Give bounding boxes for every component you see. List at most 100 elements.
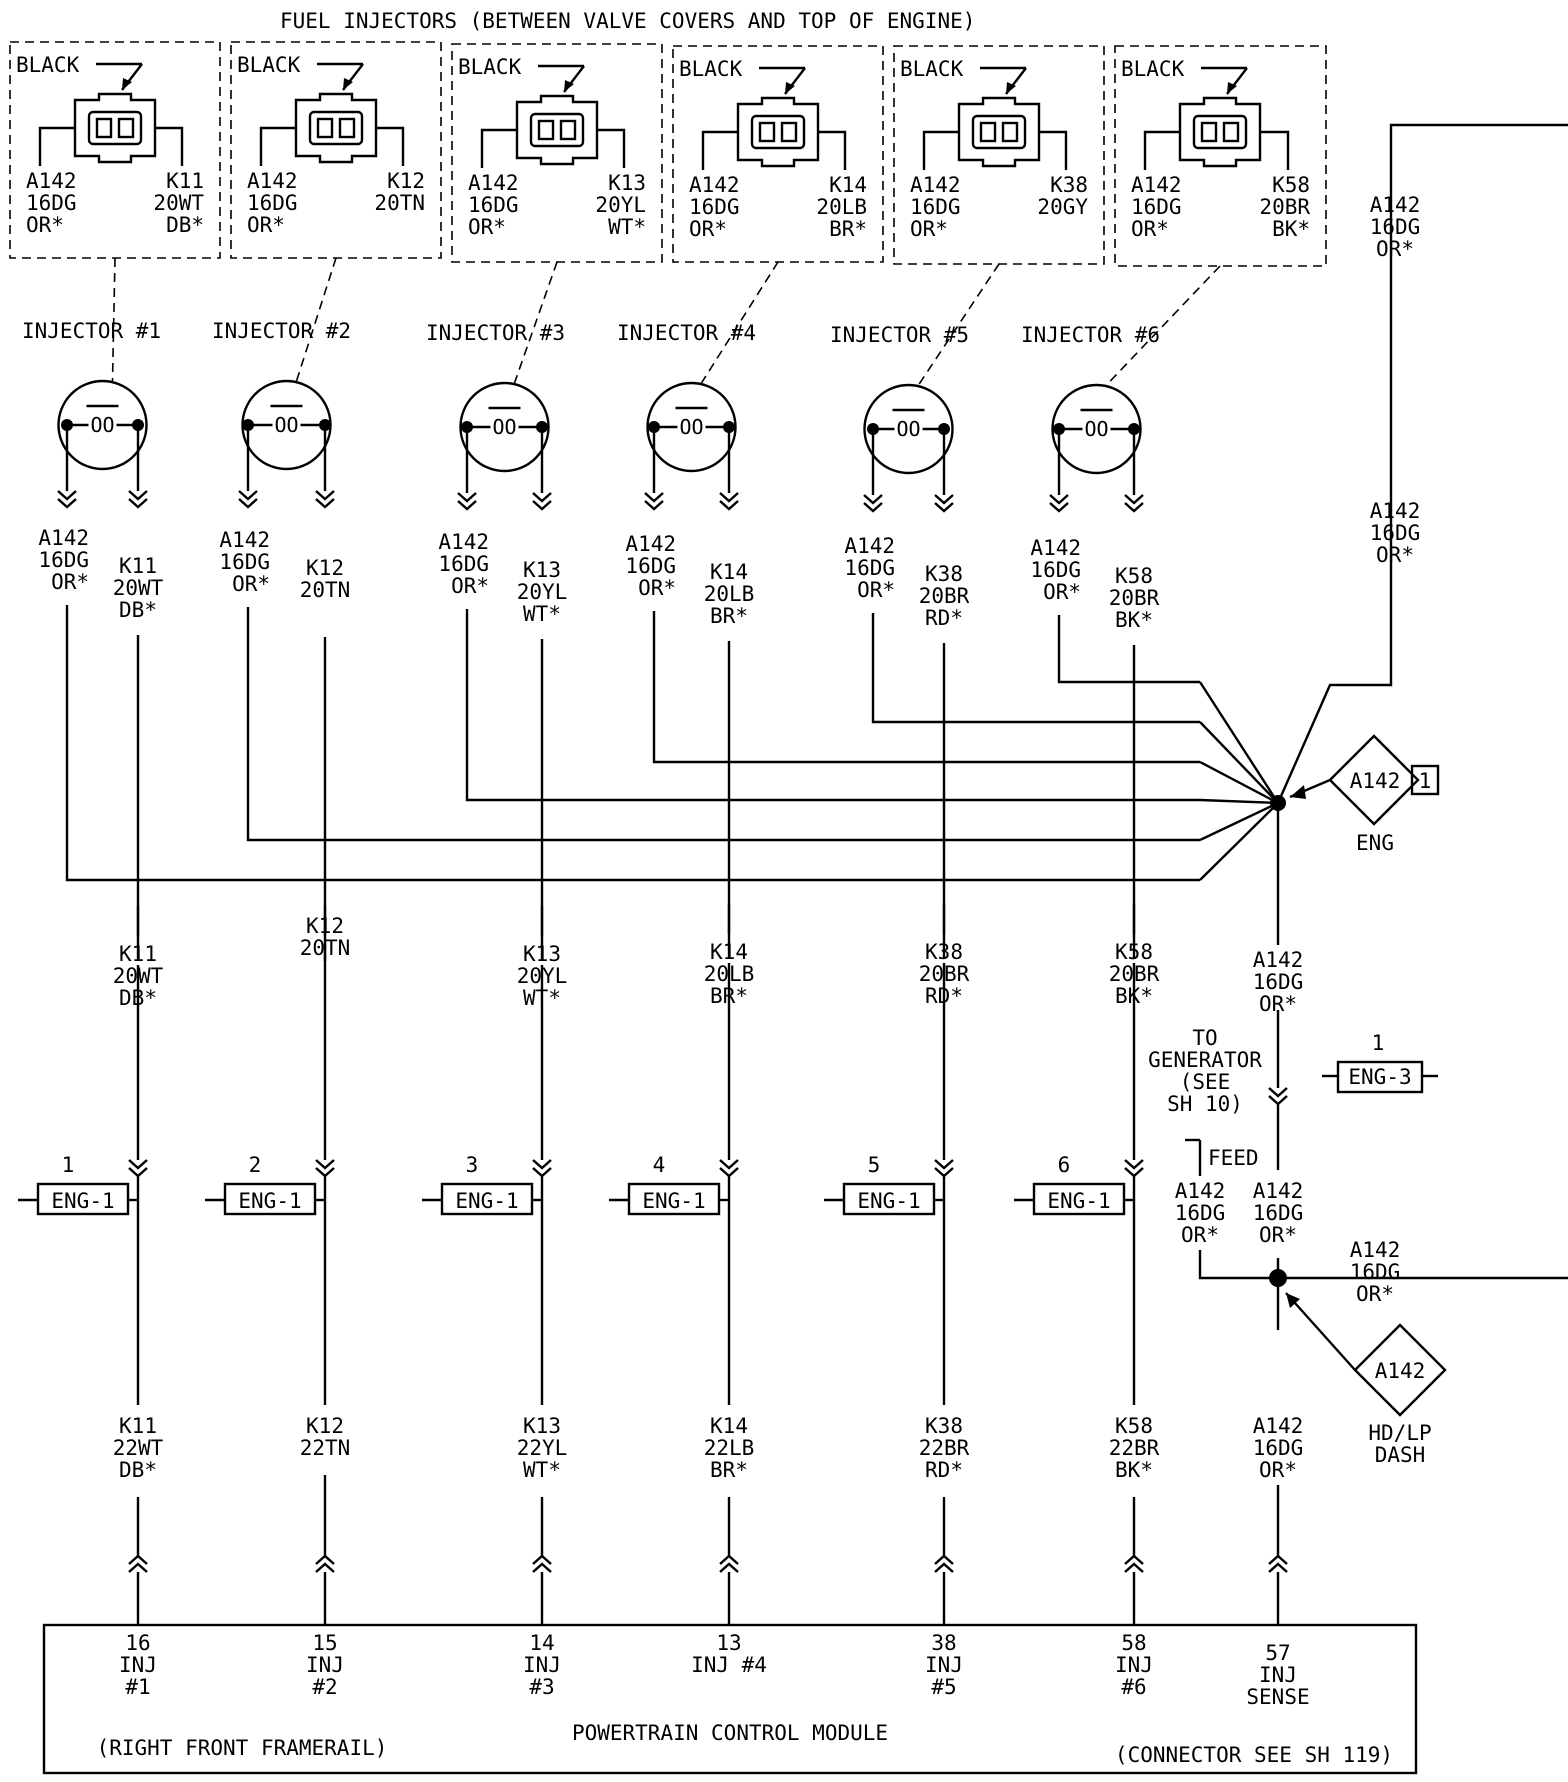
wire-label-signal: 20WT: [113, 576, 164, 600]
wire-a142-bus: [1198, 681, 1280, 804]
wire-label-a142: 16DG: [1030, 558, 1081, 582]
injector-leader: [917, 263, 1000, 386]
connector-wire-label-right: K11: [166, 169, 204, 193]
wire-a142-bus: [465, 609, 1200, 802]
pcm-pin-label: INJ: [119, 1653, 157, 1677]
connector-symbol: [128, 1562, 148, 1573]
connector-symbol: [1124, 502, 1144, 513]
pcm-pin-label: INJ: [523, 1653, 561, 1677]
connector-symbol: [128, 1554, 148, 1565]
connector-pin-icon: [758, 121, 776, 143]
connector-symbol: [238, 490, 258, 501]
pcm-pin-label: 38: [931, 1631, 956, 1655]
connector-lead-right: [376, 126, 405, 166]
wire-label-a142-out: OR*: [1356, 1282, 1394, 1306]
wire-label-a142: A142: [219, 528, 270, 552]
inline-connector-name: ENG-1: [51, 1189, 114, 1213]
wire-label-signal-mid: K13: [523, 942, 561, 966]
wire-a142-bus: [1199, 801, 1279, 842]
injector-icon: [459, 381, 550, 473]
connector-wire-label-right: BK*: [1272, 217, 1310, 241]
wire-label-pcm: 22LB: [704, 1436, 755, 1460]
wire-label-a142: OR*: [232, 572, 270, 596]
connector-wire-label-right: 20YL: [595, 193, 646, 217]
injector-coil-symbol: OO: [90, 413, 114, 437]
splice-label: A142: [1350, 769, 1401, 793]
connector-color-label: BLACK: [237, 53, 301, 77]
connector-face-icon: [750, 114, 806, 150]
color-leader-arrowhead: [564, 80, 574, 92]
connector-wire-label-left: A142: [247, 169, 298, 193]
connector-wire-label-right: K13: [608, 171, 646, 195]
wire-label-a142: A142: [625, 532, 676, 556]
connector-symbol: [532, 1159, 552, 1170]
pcm-pin-label: #5: [931, 1675, 956, 1699]
injector-icon: [1051, 383, 1142, 475]
connector-symbol: [719, 1159, 739, 1170]
wire-label-pcm: BK*: [1115, 1458, 1153, 1482]
wire-label-signal: K38: [925, 562, 963, 586]
connector-body-icon: [736, 96, 820, 168]
splice-label: A142: [1375, 1359, 1426, 1383]
connector-symbol: [457, 500, 477, 511]
connector-symbol: [934, 1159, 954, 1170]
connector-wire-label-right: DB*: [166, 213, 204, 237]
injector-leader: [111, 257, 116, 382]
inline-connector-pin: 1: [62, 1153, 75, 1177]
connector-wire-label-left: 16DG: [247, 191, 298, 215]
splice-diamond: [1328, 734, 1420, 826]
wire-label-pcm: 22BR: [919, 1436, 970, 1460]
wire-label-pcm: K38: [925, 1414, 963, 1438]
connector-pin-icon: [338, 117, 356, 139]
connector-wire-label-right: 20WT: [153, 191, 204, 215]
connector-symbol: [128, 498, 148, 509]
connector-wire-label-left: A142: [689, 173, 740, 197]
wire-label-signal: K12: [306, 556, 344, 580]
connector-color-label: BLACK: [16, 53, 80, 77]
wire-label-pcm: WT*: [523, 1458, 561, 1482]
wire-label-a142-pcm: A142: [1253, 1414, 1304, 1438]
wire-label-signal: DB*: [119, 598, 157, 622]
wire-label-signal: 20YL: [517, 580, 568, 604]
generator-note: GENERATOR: [1148, 1048, 1262, 1072]
injector-leader: [700, 261, 779, 384]
wire-label-pcm: 22YL: [517, 1436, 568, 1460]
connector-symbol: [128, 490, 148, 501]
connector-symbol: [57, 490, 77, 501]
injector-coil-symbol: OO: [679, 415, 703, 439]
injector-label: INJECTOR #3: [426, 321, 565, 345]
wire-label-a142: 16DG: [1253, 970, 1304, 994]
wire-label-a142-out: A142: [1350, 1238, 1401, 1262]
connector-symbol: [1124, 1159, 1144, 1170]
wire-label-feed: 16DG: [1175, 1201, 1226, 1225]
connector-wire-label-right: WT*: [608, 215, 646, 239]
wire-a142-bus: [1199, 721, 1279, 804]
connector-symbol: [532, 1554, 552, 1565]
pcm-pin-label: INJ #4: [691, 1653, 767, 1677]
connector-wire-label-left: OR*: [26, 213, 64, 237]
connector-color-label: BLACK: [1121, 57, 1185, 81]
connector-wire-label-right: 20GY: [1037, 195, 1088, 219]
connector-wire-label-left: A142: [1131, 173, 1182, 197]
injector-label: INJECTOR #2: [212, 319, 351, 343]
wire-label-signal: K11: [119, 554, 157, 578]
connector-face-icon: [308, 110, 364, 146]
wire-label-a142: 16DG: [438, 552, 489, 576]
wire-label-a142: A142: [1253, 948, 1304, 972]
connector-symbol: [644, 500, 664, 511]
inline-connector-name: ENG-3: [1348, 1065, 1411, 1089]
connector-wire-label-left: OR*: [468, 215, 506, 239]
pcm-pin-label: 13: [716, 1631, 741, 1655]
connector-symbol: [1124, 1554, 1144, 1565]
connector-pin-icon: [117, 117, 135, 139]
connector-symbol: [719, 500, 739, 511]
connector-symbol: [315, 1562, 335, 1573]
connector-body-icon: [515, 94, 599, 166]
injector-label: INJECTOR #6: [1021, 323, 1160, 347]
inline-connector-pin: 1: [1372, 1031, 1385, 1055]
connector-symbol: [238, 498, 258, 509]
connector-symbol: [57, 498, 77, 509]
connector-body-icon: [294, 92, 378, 164]
connector-pin-icon: [537, 119, 555, 141]
